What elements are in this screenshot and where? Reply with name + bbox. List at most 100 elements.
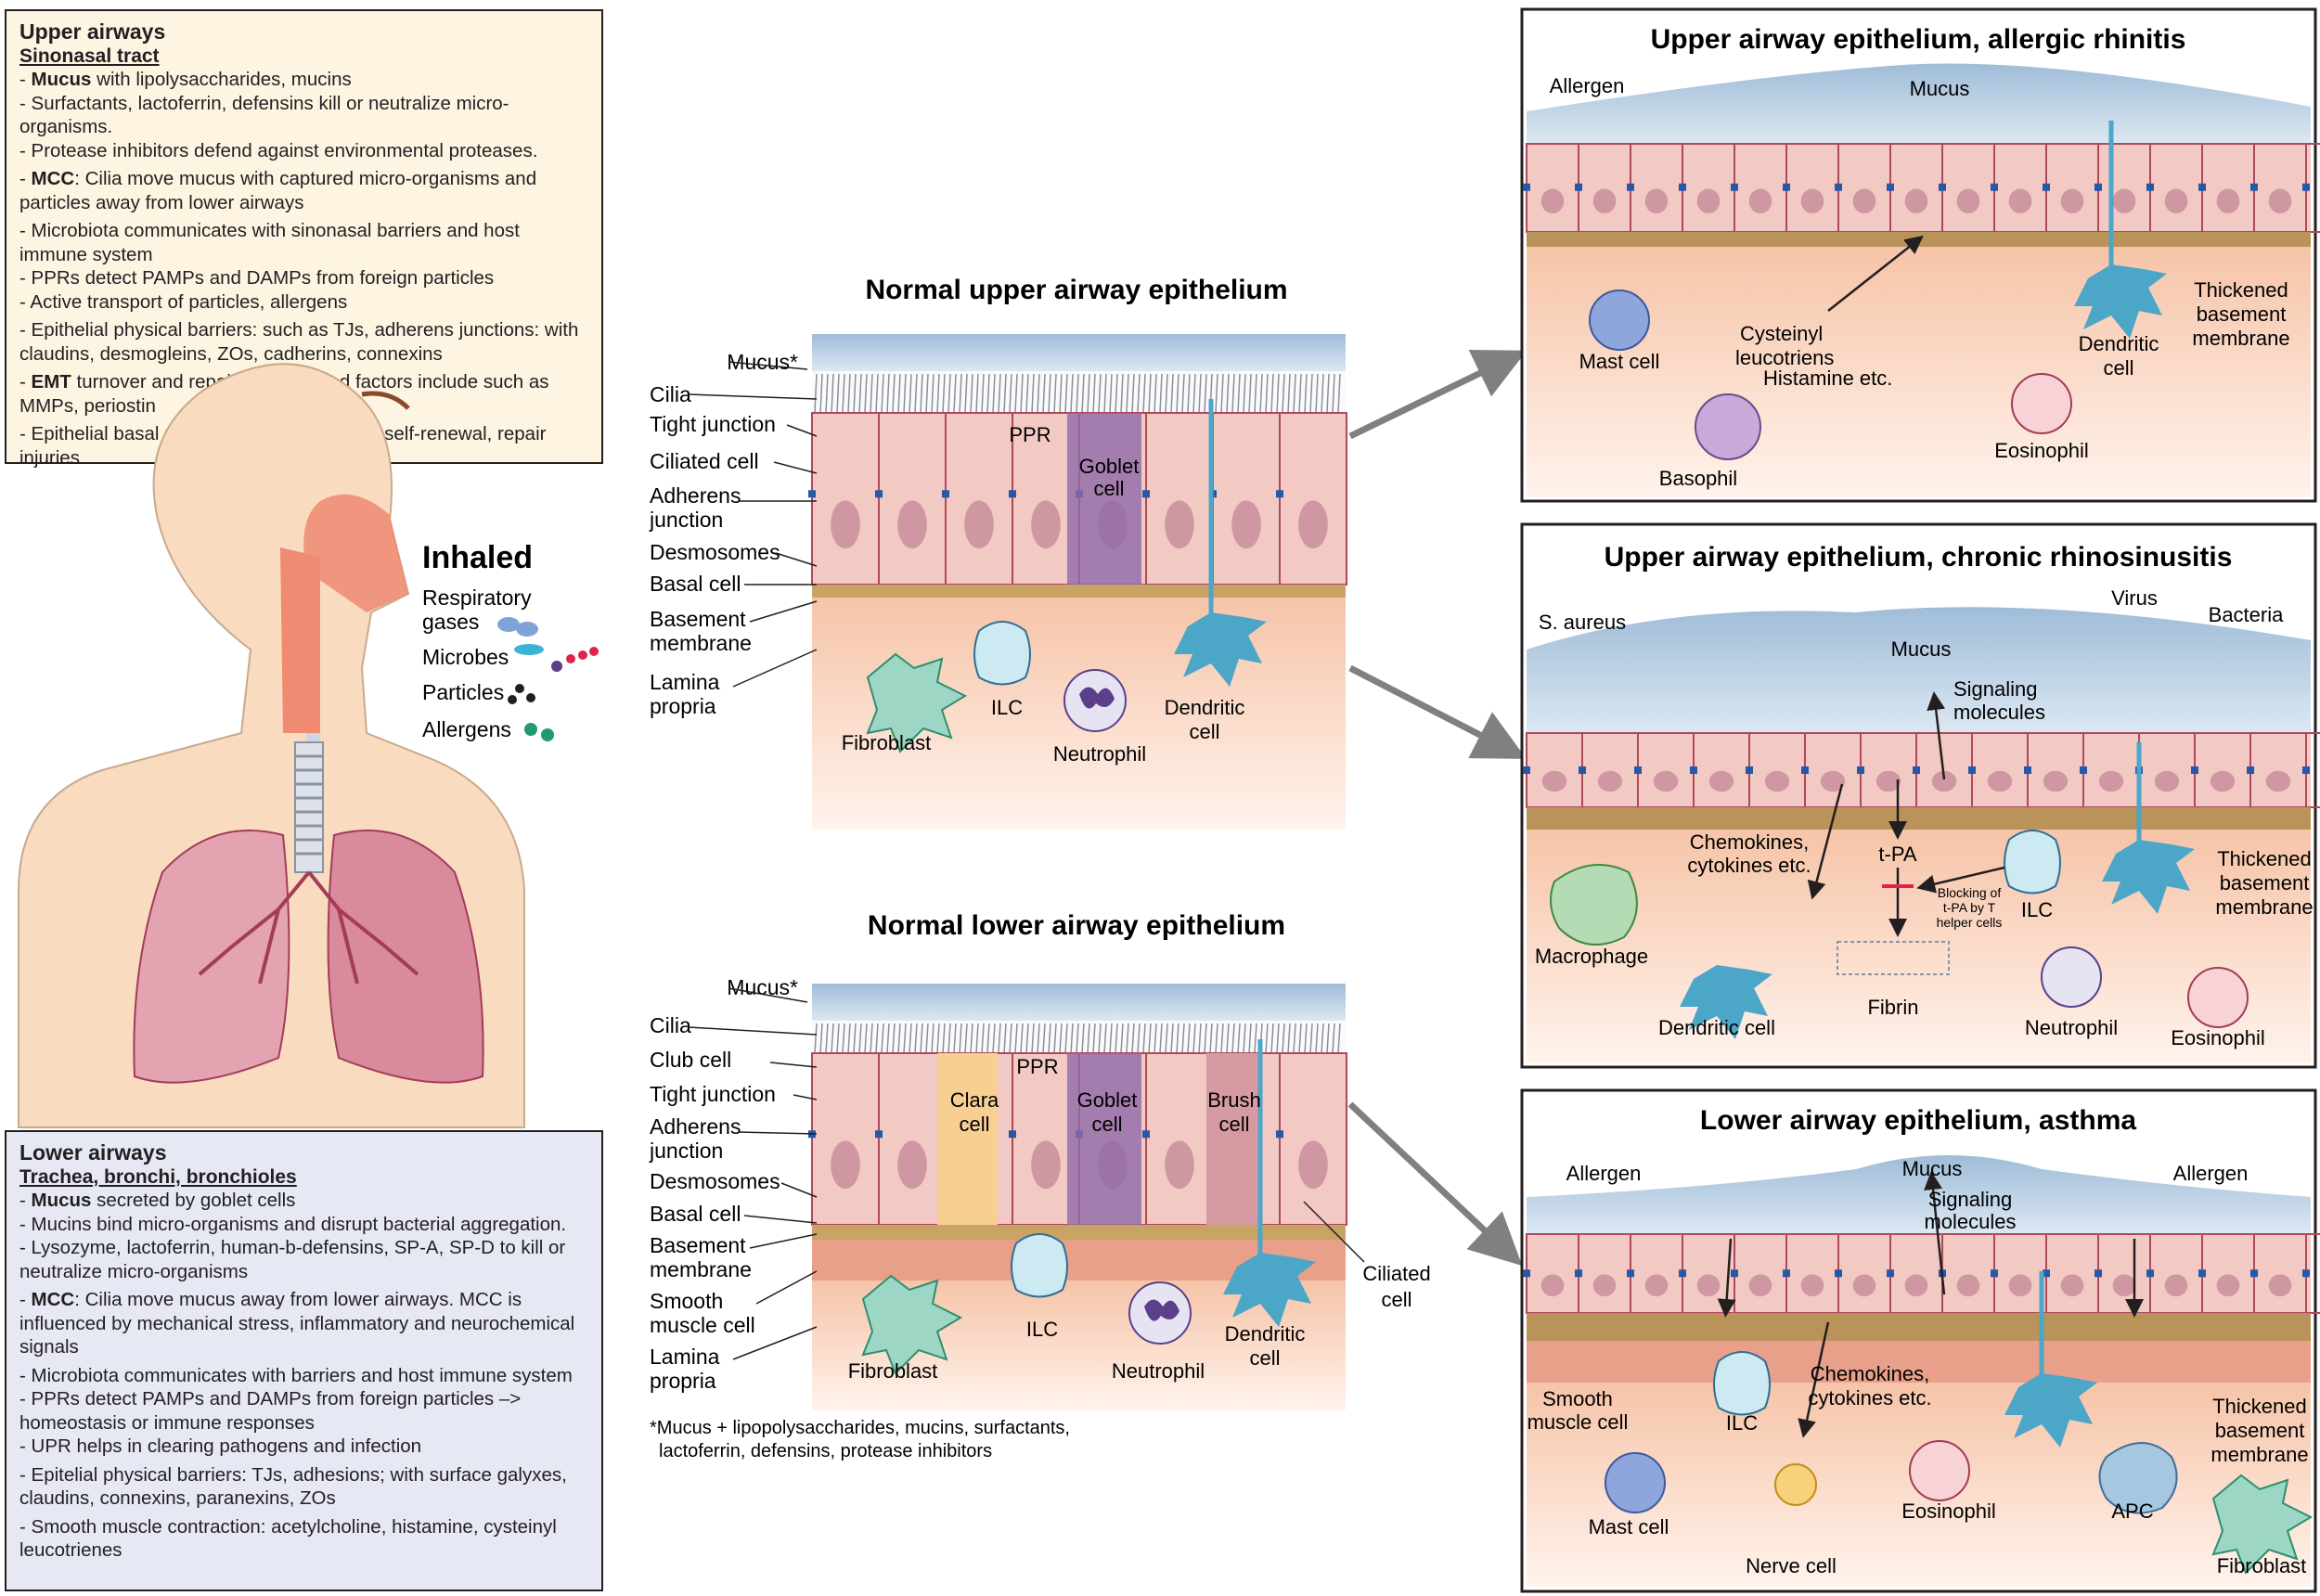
virus-icon bbox=[551, 661, 562, 672]
label-mast-cell: Mast cell bbox=[1589, 1515, 1669, 1538]
bullet-text: Microbiota communicates with sinonasal b… bbox=[19, 220, 520, 265]
cell-nucleus bbox=[1541, 770, 1567, 792]
cilium bbox=[1159, 1023, 1163, 1054]
label-muscle-cell: muscle cell bbox=[650, 1313, 755, 1337]
adherens-junction bbox=[1575, 183, 1582, 191]
label-ppr: PPR bbox=[1009, 423, 1050, 446]
label-brush: Brush bbox=[1207, 1088, 1260, 1112]
adherens-junction bbox=[1913, 766, 1920, 774]
label-goblet-cell: cell bbox=[1091, 1113, 1122, 1136]
microbe-icon bbox=[514, 644, 544, 655]
cell-nucleus bbox=[1231, 500, 1261, 549]
label-mucus: Mucus bbox=[1902, 1157, 1963, 1180]
cilium bbox=[1076, 1023, 1079, 1054]
cilium bbox=[1037, 373, 1040, 414]
normal-lower-title: Normal lower airway epithelium bbox=[868, 910, 1285, 941]
label-ciliated-cell: cell bbox=[1381, 1288, 1411, 1311]
adherens-junction bbox=[1991, 1269, 1998, 1278]
cilium bbox=[1087, 1023, 1090, 1054]
info-bullet: - UPR helps in clearing pathogens and in… bbox=[19, 1435, 422, 1457]
cell-nucleus bbox=[2098, 770, 2124, 792]
cilium bbox=[831, 373, 834, 414]
cilium bbox=[1115, 373, 1118, 414]
cilium bbox=[1265, 1023, 1269, 1054]
info-bullet: - Smooth muscle contraction: acetylcholi… bbox=[19, 1515, 557, 1562]
label-tpa: t-PA bbox=[1878, 843, 1916, 866]
cilium bbox=[1115, 1023, 1118, 1054]
cilium bbox=[1270, 373, 1274, 414]
cilium bbox=[992, 373, 996, 414]
info-bullet: - Surfactants, lactoferrin, defensins ki… bbox=[19, 92, 509, 138]
mucus-layer bbox=[812, 334, 1346, 371]
cilium bbox=[819, 373, 823, 414]
cell-nucleus bbox=[1298, 500, 1328, 549]
arrow-to-crs bbox=[1348, 664, 1527, 759]
cilium bbox=[1159, 373, 1163, 414]
cilium bbox=[1020, 1023, 1024, 1054]
label-cytokines: cytokines etc. bbox=[1687, 854, 1811, 877]
label-mucus: Mucus bbox=[1891, 637, 1952, 661]
cilium bbox=[959, 373, 962, 414]
bullet-keyword: Mucus bbox=[31, 1190, 92, 1211]
cilium bbox=[819, 1023, 823, 1054]
cilium bbox=[1003, 373, 1007, 414]
label-blocking-2: t-PA by T bbox=[1943, 900, 1996, 915]
adherens-junction bbox=[2250, 1269, 2258, 1278]
label-dendritic-cell: cell bbox=[2103, 356, 2133, 380]
cilium bbox=[1103, 373, 1107, 414]
cilium bbox=[1298, 1023, 1302, 1054]
cell-nucleus bbox=[1031, 500, 1061, 549]
lower-airways-title: Lower airways bbox=[19, 1140, 167, 1165]
cilium bbox=[1321, 373, 1324, 414]
info-bullet: - Epitelial physical barriers: TJs, adhe… bbox=[19, 1463, 567, 1510]
cilium bbox=[842, 373, 845, 414]
eosinophil bbox=[1909, 1440, 1970, 1501]
label-allergen-2: Allergen bbox=[2173, 1162, 2249, 1185]
adherens-junction bbox=[1523, 766, 1530, 774]
fibroblast bbox=[861, 1274, 963, 1375]
label-thickened: Thickened bbox=[2194, 278, 2288, 302]
cilium bbox=[1137, 373, 1141, 414]
cell-nucleus bbox=[2008, 188, 2032, 214]
cilium bbox=[875, 373, 879, 414]
cilium bbox=[1231, 373, 1235, 414]
label-propria: propria bbox=[650, 1369, 716, 1393]
cilium bbox=[1304, 373, 1308, 414]
cilium bbox=[886, 1023, 890, 1054]
human-figure bbox=[18, 363, 525, 1128]
cell-nucleus bbox=[1644, 1274, 1669, 1297]
label-goblet: Goblet bbox=[1077, 1088, 1138, 1112]
inhaled-legend: Inhaled Respiratory gases Microbes Parti… bbox=[422, 540, 599, 741]
cell-nucleus bbox=[964, 500, 994, 549]
panel-asthma: Lower airway epithelium, asthma Allergen… bbox=[1520, 1088, 2320, 1593]
label-smooth: Smooth bbox=[1542, 1387, 1613, 1410]
cell-nucleus bbox=[1748, 1274, 1772, 1297]
cilium bbox=[892, 1023, 896, 1054]
cilium bbox=[1243, 373, 1246, 414]
label-smooth: Smooth bbox=[650, 1289, 723, 1313]
cell-nucleus bbox=[2268, 188, 2292, 214]
adherens-junction bbox=[2247, 766, 2254, 774]
label-ilc: ILC bbox=[1026, 1318, 1058, 1341]
label-dendritic-cell: cell bbox=[1189, 720, 1219, 743]
dendritic-cell bbox=[1223, 1253, 1316, 1327]
label-fibroblast: Fibroblast bbox=[2217, 1554, 2307, 1577]
cilium bbox=[1037, 1023, 1040, 1054]
adherens-junction bbox=[1523, 183, 1530, 191]
fibrin bbox=[1837, 941, 1950, 975]
normal-upper-epithelium: Normal upper airway epithelium Mucus* Ci… bbox=[649, 275, 1347, 830]
cilium bbox=[1126, 1023, 1129, 1054]
adherens-junction bbox=[1731, 1269, 1738, 1278]
dendritic-cell bbox=[2074, 264, 2167, 339]
label-dendritic-cell: cell bbox=[1249, 1346, 1280, 1370]
cilium bbox=[1009, 1023, 1012, 1054]
cilium bbox=[1332, 373, 1335, 414]
particle-icon bbox=[515, 684, 524, 693]
label-molecules: molecules bbox=[1924, 1210, 2016, 1233]
label-ilc: ILC bbox=[991, 696, 1023, 719]
cilium bbox=[920, 373, 923, 414]
cell-nucleus bbox=[1956, 1274, 1980, 1297]
dendritic-cell bbox=[1680, 965, 1772, 1039]
cilium bbox=[931, 373, 934, 414]
adherens-junction bbox=[1857, 766, 1864, 774]
